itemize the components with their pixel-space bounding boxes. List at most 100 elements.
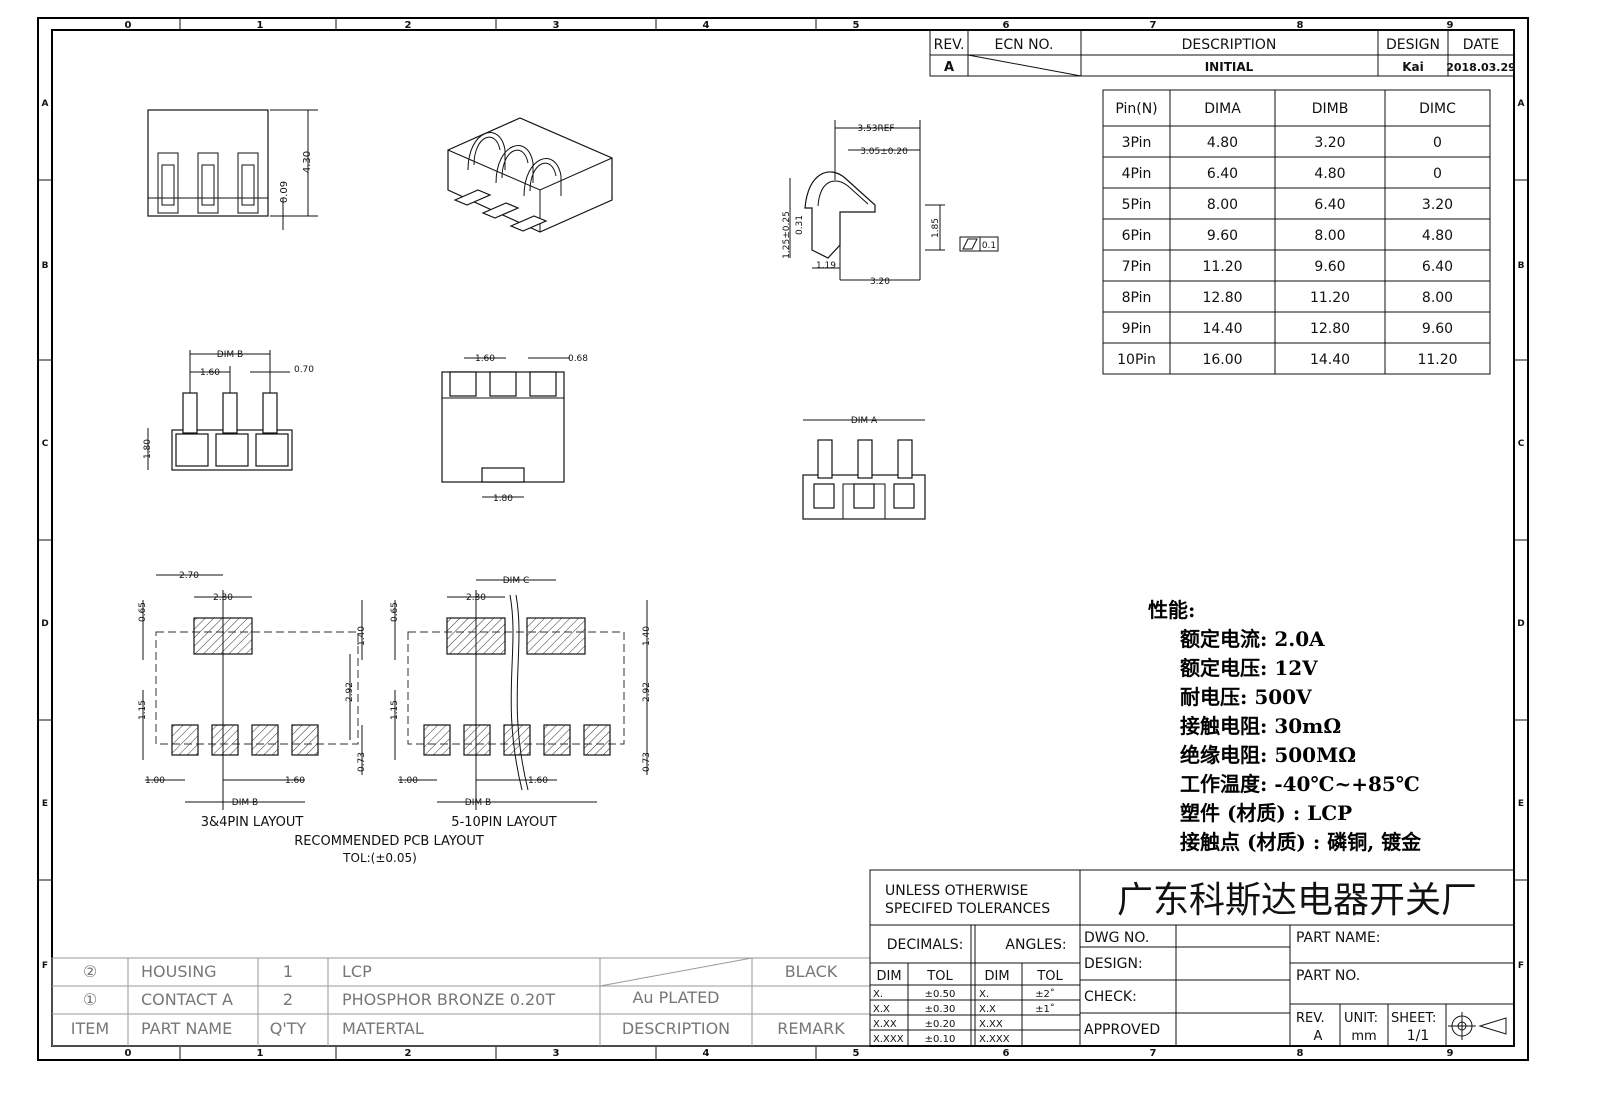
- bom-cell-name: CONTACT A: [141, 990, 233, 1009]
- dim-col-2: DIM: [984, 969, 1009, 984]
- unit-label: UNIT:: [1344, 1011, 1378, 1026]
- pcb-r-0-65: 0.65: [390, 602, 400, 622]
- grid-row-label: E: [1518, 799, 1524, 809]
- table-header-cell: DIMA: [1204, 101, 1241, 117]
- dim-3-20: 3.20: [870, 277, 890, 287]
- grid-col-label: 2: [405, 1048, 412, 1059]
- part-no-label: PART NO.: [1296, 968, 1360, 984]
- table-cell: 12.80: [1202, 290, 1242, 306]
- bom-header-name: PART NAME: [141, 1019, 232, 1038]
- dec-tol: ±0.10: [925, 1034, 956, 1045]
- dim-dima: DIM A: [851, 416, 878, 426]
- pcb-r-dimc: DIM C: [503, 576, 530, 586]
- approved-label: APPROVED: [1084, 1022, 1160, 1038]
- table-header-cell: Pin(N): [1115, 101, 1157, 117]
- date-header: DATE: [1463, 37, 1499, 53]
- table-header-cell: DIMC: [1419, 101, 1456, 117]
- ang-tol: ±1˚: [1035, 1003, 1055, 1015]
- table-cell: 6.40: [1207, 166, 1238, 182]
- dim-1-19: 1.19: [816, 261, 836, 271]
- bom-cell-desc: Au PLATED: [632, 988, 719, 1007]
- table-cell: 8.00: [1422, 290, 1453, 306]
- dim-0-68: 0.68: [568, 354, 588, 364]
- front-view-left: DIM B 1.60 0.70 1.80: [143, 350, 314, 471]
- tol-title-1: UNLESS OTHERWISE: [885, 883, 1028, 899]
- front-view-right: DIM A: [802, 416, 926, 520]
- table-cell: 8.00: [1314, 228, 1345, 244]
- grid-col-label: 5: [853, 20, 860, 31]
- ang-dim: X.XXX: [979, 1034, 1010, 1045]
- pcb-r-dimb: DIM B: [465, 798, 491, 808]
- rev-value: A: [944, 60, 954, 75]
- bom-cell-name: HOUSING: [141, 962, 217, 981]
- table-cell: 9Pin: [1122, 321, 1152, 337]
- grid-col-label: 3: [553, 20, 560, 31]
- pcb-tolerance: TOL:(±0.05): [342, 851, 417, 865]
- dec-tol: ±0.50: [925, 989, 956, 1000]
- ecn-header: ECN NO.: [995, 37, 1054, 53]
- design-label: DESIGN:: [1084, 956, 1143, 972]
- grid-col-label: 8: [1297, 1048, 1304, 1059]
- table-cell: 11.20: [1417, 352, 1457, 368]
- grid-col-label: 9: [1447, 20, 1454, 31]
- bom-cell-material: PHOSPHOR BRONZE 0.20T: [342, 990, 555, 1009]
- bom-header-material: MATERTAL: [342, 1019, 424, 1038]
- bom-header-desc: DESCRIPTION: [622, 1019, 730, 1038]
- dim-1-25: 1.25±0.25: [782, 211, 792, 259]
- design-header: DESIGN: [1386, 37, 1440, 53]
- table-cell: 9.60: [1422, 321, 1453, 337]
- grid-col-label: 6: [1003, 1048, 1010, 1059]
- grid-row-label: E: [42, 799, 48, 809]
- grid-col-label: 6: [1003, 20, 1010, 31]
- table-cell: 9.60: [1207, 228, 1238, 244]
- table-cell: 12.80: [1310, 321, 1350, 337]
- sheet-label: SHEET:: [1391, 1011, 1436, 1026]
- grid-row-label: D: [1517, 619, 1524, 629]
- rev-val: A: [1314, 1029, 1323, 1044]
- pcb-l-1-60: 1.60: [285, 776, 305, 786]
- tol-title-2: SPECIFED TOLERANCES: [885, 901, 1050, 917]
- dim-1-80: 1.80: [143, 439, 153, 459]
- dim-0-70: 0.70: [294, 365, 314, 375]
- pcb-l-1-00: 1.00: [145, 776, 165, 786]
- projection-symbol-icon: [1448, 1012, 1507, 1040]
- table-cell: 9.60: [1314, 259, 1345, 275]
- spec-item: 耐电压: 500V: [1180, 685, 1312, 709]
- grid-row-label: C: [1518, 439, 1525, 449]
- grid-col-label: 0: [125, 20, 132, 31]
- description-value: INITIAL: [1205, 60, 1254, 74]
- ang-dim: X.X: [979, 1004, 996, 1015]
- spec-item: 塑件 (材质) : LCP: [1180, 801, 1352, 825]
- decimals-label: DECIMALS:: [887, 937, 964, 953]
- grid-col-label: 8: [1297, 20, 1304, 31]
- sheet-val: 1/1: [1407, 1028, 1430, 1044]
- pcb-layout-5-10pin: DIM C 2.30 0.65 1.40 2.92 1.15 0.73 1.00…: [390, 576, 652, 830]
- unit-val: mm: [1351, 1029, 1376, 1044]
- pcb-r-1-00: 1.00: [398, 776, 418, 786]
- pcb-r-1-40: 1.40: [642, 626, 652, 646]
- dwg-no-label: DWG NO.: [1084, 930, 1149, 946]
- table-cell: 3.20: [1314, 135, 1345, 151]
- dec-dim: X.XX: [873, 1019, 897, 1030]
- bom-header-qty: Q'TY: [270, 1019, 307, 1038]
- check-label: CHECK:: [1084, 989, 1137, 1005]
- angles-label: ANGLES:: [1005, 937, 1066, 953]
- pcb-r-2-92: 2.92: [642, 682, 652, 702]
- pcb-l-2-70: 2.70: [179, 571, 199, 581]
- grid-col-label: 4: [703, 1048, 710, 1059]
- outer-border: [37, 17, 1529, 1061]
- dim-4-30: 4.30: [302, 151, 313, 173]
- revision-block: REV. ECN NO. DESCRIPTION DESIGN DATE A I…: [929, 29, 1516, 77]
- grid-col-label: 1: [257, 1048, 264, 1059]
- date-value: 2018.03.29: [1446, 61, 1516, 74]
- spec-item: 额定电流: 2.0A: [1180, 627, 1325, 651]
- table-cell: 14.40: [1202, 321, 1242, 337]
- table-cell: 14.40: [1310, 352, 1350, 368]
- tol-col-1: TOL: [926, 969, 953, 984]
- table-cell: 6.40: [1422, 259, 1453, 275]
